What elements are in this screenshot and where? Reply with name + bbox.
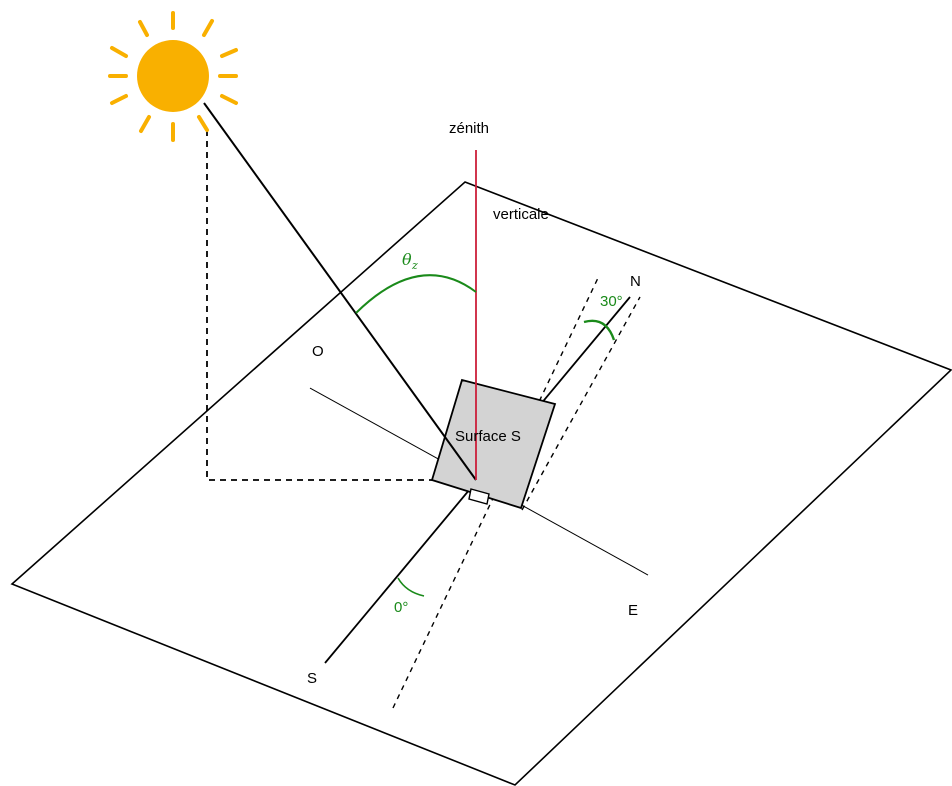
south-label: S [307, 670, 317, 687]
azimuth-angle-label: 0° [394, 599, 408, 616]
north-label: N [630, 273, 641, 290]
sun-icon [108, 11, 238, 142]
west-label: O [312, 343, 324, 360]
zenith-angle-arc [355, 274, 477, 314]
sun-ray [203, 102, 477, 481]
surface-label: Surface S [455, 428, 521, 445]
tilt-angle-label: 30° [600, 293, 623, 310]
surface-s [430, 378, 557, 510]
azimuth-angle-arc [397, 577, 425, 597]
tilt-angle-arc [583, 319, 616, 341]
theta-symbol: θ [402, 250, 412, 269]
theta-subscript: z [411, 259, 418, 272]
tilt-reference-dashed-2 [521, 296, 641, 511]
ground-plane [10, 181, 952, 786]
surface-base-marker [468, 488, 490, 505]
verticale-label: verticale [493, 206, 549, 223]
zenith-label: zénith [449, 120, 489, 137]
zenith-angle-label: θ z [402, 250, 418, 272]
east-label: E [628, 602, 638, 619]
sun-projection-dashed [206, 130, 475, 481]
